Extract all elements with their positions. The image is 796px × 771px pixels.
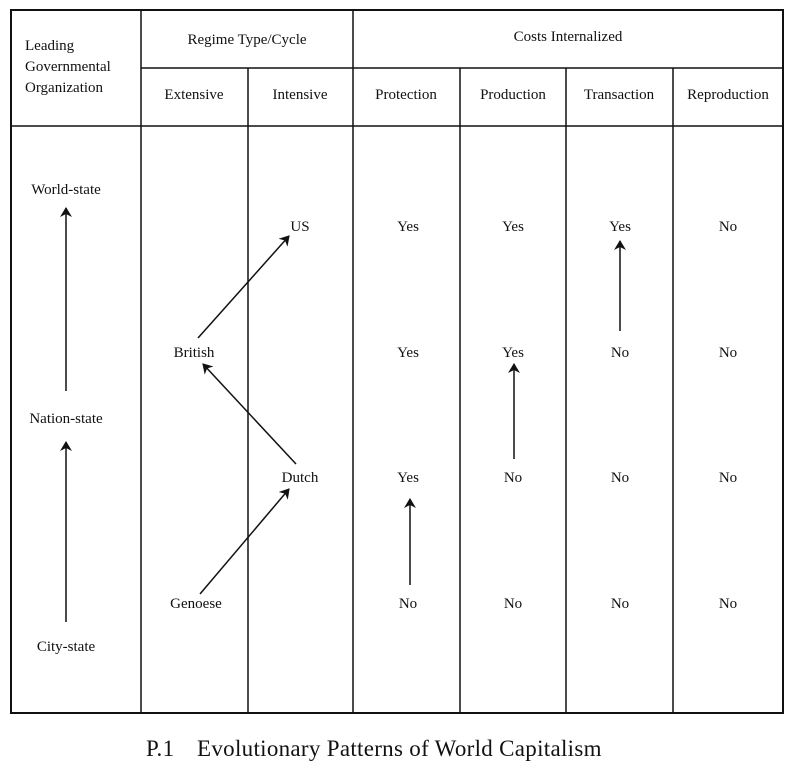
cell-dutch-protection: Yes [397, 470, 419, 486]
table-header: Leading Governmental Organization Regime… [25, 29, 769, 103]
arrow-diagonal-icon [202, 363, 297, 465]
cell-us-production: Yes [502, 219, 524, 235]
org-city-state: City-state [37, 639, 96, 655]
header-costs-group: Costs Internalized [514, 29, 623, 45]
regime-british: British [174, 345, 215, 361]
costs-cells: Yes Yes Yes No Yes Yes No No Yes No No N… [397, 219, 737, 612]
cell-dutch-transaction: No [611, 470, 629, 486]
cell-genoese-transaction: No [611, 596, 629, 612]
cell-british-production: Yes [502, 345, 524, 361]
cell-dutch-reproduction: No [719, 470, 737, 486]
cell-us-transaction: Yes [609, 219, 631, 235]
cell-genoese-protection: No [399, 596, 417, 612]
cell-british-transaction: No [611, 345, 629, 361]
table-grid [10, 9, 784, 714]
header-regime-group: Regime Type/Cycle [187, 32, 306, 48]
figure-caption: P.1 Evolutionary Patterns of World Capit… [146, 736, 602, 761]
cell-us-reproduction: No [719, 219, 737, 235]
table-frame [10, 9, 784, 714]
organization-column: World-state Nation-state City-state [29, 182, 103, 655]
regime-dutch: Dutch [282, 470, 319, 486]
header-col-production: Production [480, 87, 546, 103]
org-world-state: World-state [31, 182, 101, 198]
regime-us: US [290, 219, 309, 235]
header-col-extensive: Extensive [164, 87, 223, 103]
caption-title: Evolutionary Patterns of World Capitalis… [197, 736, 602, 761]
cell-british-reproduction: No [719, 345, 737, 361]
regime-genoese: Genoese [170, 596, 222, 612]
header-leading-line-3: Organization [25, 80, 104, 96]
cell-genoese-production: No [504, 596, 522, 612]
cell-dutch-production: No [504, 470, 522, 486]
header-col-transaction: Transaction [584, 87, 655, 103]
header-leading-line-1: Leading [25, 38, 75, 54]
cell-british-protection: Yes [397, 345, 419, 361]
header-col-intensive: Intensive [273, 87, 328, 103]
cell-us-protection: Yes [397, 219, 419, 235]
arrow-diagonal-icon [197, 235, 290, 339]
org-nation-state: Nation-state [29, 411, 103, 427]
arrow-diagonal-icon [199, 488, 290, 595]
header-leading-line-2: Governmental [25, 59, 111, 75]
caption-number: P.1 [146, 736, 174, 761]
cell-genoese-reproduction: No [719, 596, 737, 612]
header-col-protection: Protection [375, 87, 437, 103]
header-col-reproduction: Reproduction [687, 87, 769, 103]
regime-cycle: US British Dutch Genoese [170, 219, 319, 612]
